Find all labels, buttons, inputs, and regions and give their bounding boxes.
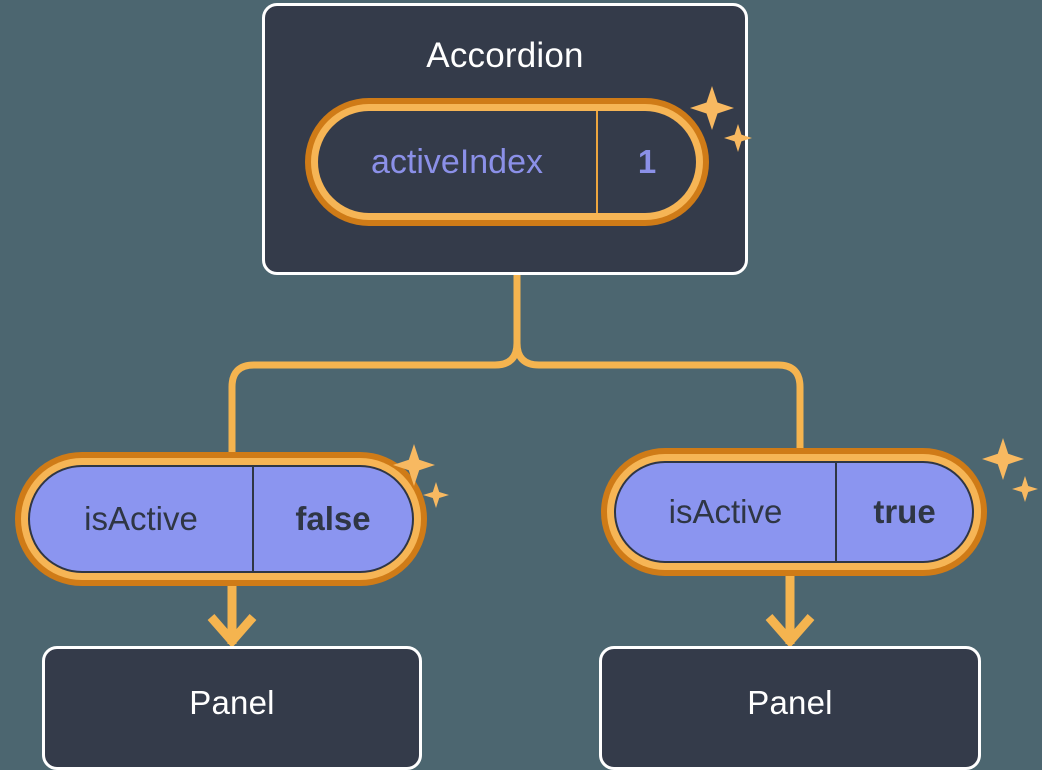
pill-inner-ring: isActive true (607, 454, 981, 570)
prop-value-label: true (835, 463, 972, 561)
prop-key-label: isActive (668, 493, 783, 530)
pill-inner-ring: isActive false (21, 458, 421, 580)
panel-left-card[interactable]: Panel (42, 646, 422, 770)
pill-body: isActive true (614, 461, 974, 563)
prop-key-label: isActive (84, 500, 198, 537)
wire-root-to-right (513, 271, 804, 452)
prop-pill-is-active-false[interactable]: isActive false (15, 452, 427, 586)
state-pill-active-index[interactable]: activeIndex 1 (305, 98, 709, 226)
arrowhead-right (765, 614, 815, 648)
pill-inner-ring: activeIndex 1 (311, 104, 703, 220)
prop-value-label: false (252, 467, 412, 571)
sparkles-icon (982, 434, 1040, 517)
wire-root-to-left (228, 271, 521, 456)
arrowhead-left (207, 614, 257, 648)
pill-body: activeIndex 1 (318, 111, 696, 213)
panel-right-title: Panel (747, 684, 833, 721)
state-value-label: 1 (596, 111, 696, 213)
prop-pill-is-active-true[interactable]: isActive true (601, 448, 987, 576)
panel-left-title: Panel (189, 684, 275, 721)
state-key-label: activeIndex (371, 142, 543, 181)
pill-body: isActive false (28, 465, 414, 573)
panel-right-card[interactable]: Panel (599, 646, 981, 770)
accordion-title: Accordion (426, 36, 584, 75)
